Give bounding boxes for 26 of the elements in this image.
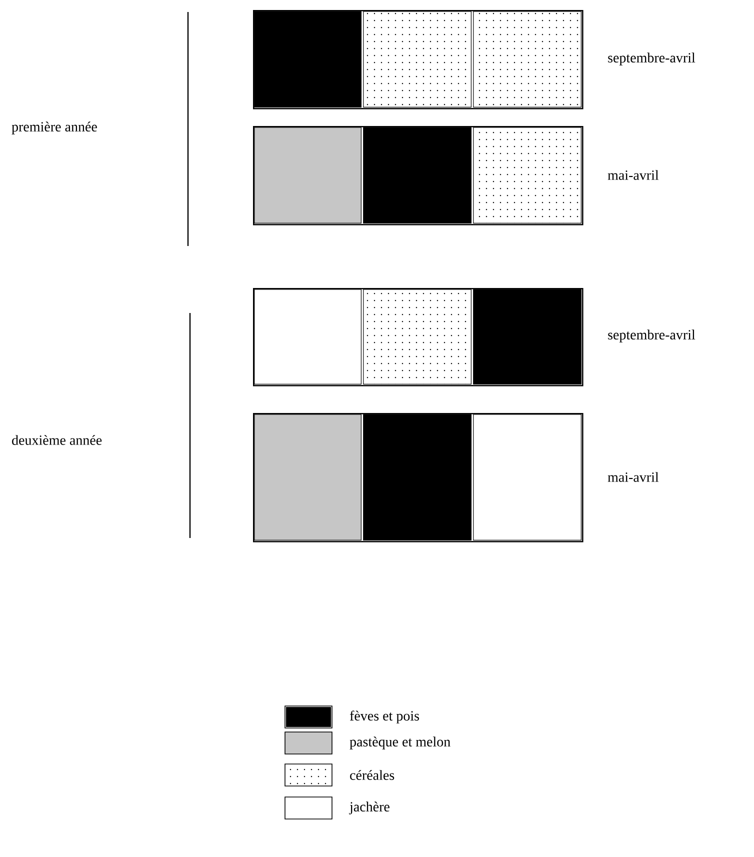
field-plot (473, 289, 582, 384)
rotation-bar (253, 288, 584, 386)
field-plot (473, 127, 582, 224)
field-plot (254, 289, 362, 384)
field-plot (363, 414, 472, 540)
legend-label: pastèque et melon (350, 736, 450, 750)
field-plot (254, 11, 362, 108)
field-plot (363, 11, 472, 108)
year-label: première année (12, 122, 97, 134)
rotation-bar (253, 413, 584, 542)
field-plot (473, 414, 582, 540)
rotation-bar (253, 10, 584, 110)
rotation-bar (253, 126, 584, 226)
period-label: septembre-avril (608, 330, 696, 342)
year-label: deuxième année (12, 435, 102, 445)
field-plot (363, 127, 472, 224)
period-label: septembre-avril (608, 52, 696, 66)
field-plot (254, 414, 362, 540)
field-plot (473, 11, 582, 108)
period-label: mai-avril (608, 170, 659, 180)
legend-label: fèves et pois (350, 710, 419, 724)
field-plot (363, 289, 472, 384)
field-plot (254, 127, 362, 224)
legend-label: jachère (349, 802, 390, 814)
legend-label: céréales (350, 770, 394, 780)
period-label: mai-avril (608, 472, 659, 482)
